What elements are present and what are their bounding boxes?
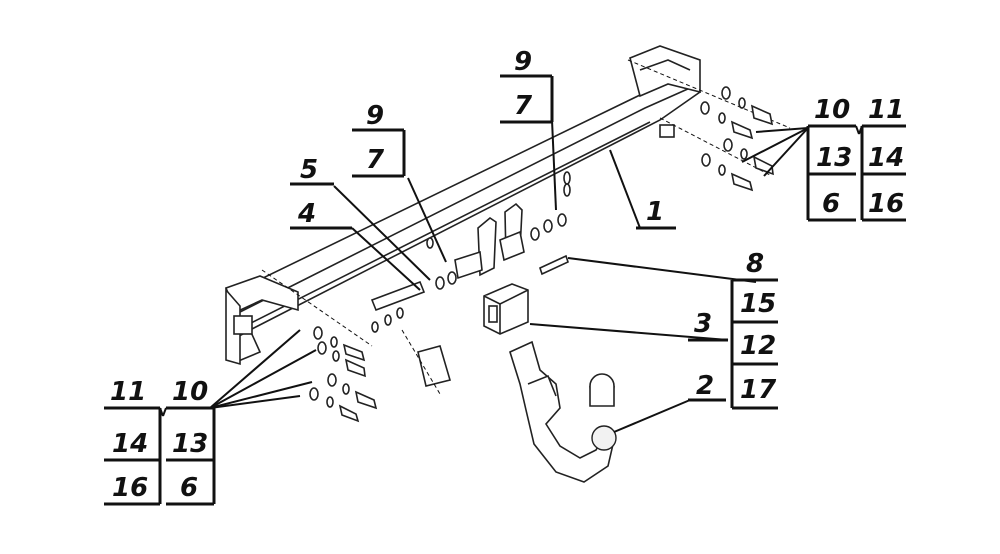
label-part-2: 2 [696, 371, 714, 401]
label-right-10: 10 [814, 95, 850, 125]
label-right-14: 14 [868, 143, 904, 173]
label-left-6: 6 [180, 473, 198, 503]
label-mid-9: 9 [514, 47, 532, 77]
label-mid-7: 7 [514, 91, 533, 121]
label-table-lines [104, 74, 906, 506]
label-left-9: 9 [366, 101, 384, 131]
left-bolt-set [261, 269, 378, 423]
label-left-10: 10 [172, 377, 208, 407]
label-part-5: 5 [300, 155, 318, 185]
label-part-1: 1 [646, 197, 664, 227]
label-mid-15: 15 [740, 289, 776, 319]
label-left-16: 16 [112, 473, 148, 503]
mount-block-drawing [483, 283, 529, 335]
label-right-6: 6 [822, 189, 840, 219]
label-mid-17: 17 [740, 375, 777, 405]
label-right-16: 16 [868, 189, 904, 219]
ball-neck-drawing [509, 340, 617, 483]
crossbeam-drawing [224, 45, 701, 366]
center-hardware [370, 213, 569, 395]
label-left-14: 14 [112, 429, 148, 459]
label-part-4: 4 [297, 199, 316, 229]
label-mid-12: 12 [740, 331, 776, 361]
label-mid-8: 8 [746, 249, 764, 279]
right-bolt-set [627, 59, 791, 192]
label-right-11: 11 [868, 95, 904, 125]
label-part-3: 3 [694, 309, 712, 339]
label-left-7: 7 [366, 145, 385, 175]
leader-lines [209, 119, 809, 433]
label-left-13: 13 [172, 429, 208, 459]
label-right-13: 13 [816, 143, 852, 173]
label-left-11: 11 [110, 377, 146, 407]
